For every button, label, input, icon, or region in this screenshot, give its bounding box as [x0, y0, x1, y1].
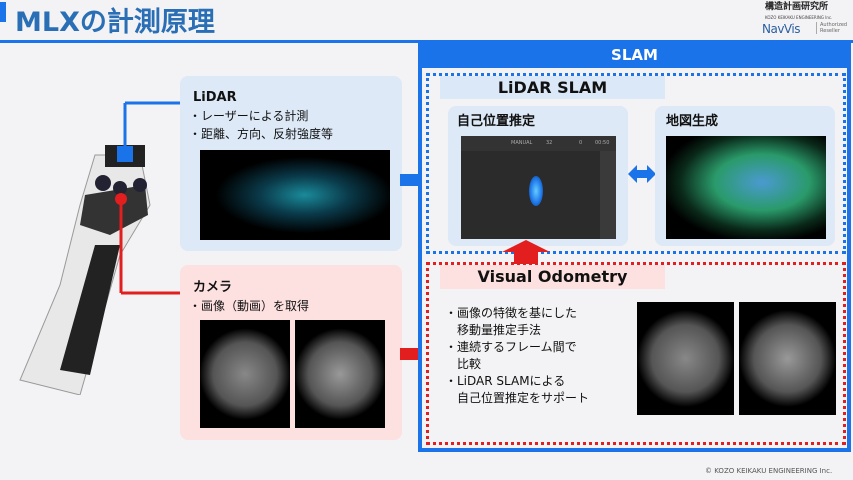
vo-bullet: ・連続するフレーム間で	[445, 340, 577, 354]
lidar-pointcloud-image	[200, 150, 390, 240]
company-logo: 構造計画研究所	[765, 2, 829, 12]
lidar-slam-panel	[426, 73, 846, 254]
visual-odometry-panel	[426, 262, 846, 445]
header-divider	[0, 40, 853, 43]
vo-bullet: 比較	[445, 357, 482, 371]
vo-bullet: ・LiDAR SLAMによる	[445, 374, 566, 388]
vo-image-right	[739, 302, 836, 415]
vo-bullet: ・画像の特徴を基にした	[445, 306, 578, 320]
vo-bullet: 自己位置推定をサポート	[445, 391, 590, 405]
company-logo-en: KOZO KEIKAKU ENGINEERING Inc.	[765, 15, 833, 20]
map-image	[666, 136, 826, 239]
title-accent-bar	[0, 2, 6, 22]
camera-title: カメラ	[193, 280, 233, 295]
localization-screen: MANUAL 32 0 00:50	[461, 136, 616, 239]
screen-mode: MANUAL	[511, 140, 533, 146]
camera-image-left	[200, 320, 290, 428]
bidirectional-arrow-icon	[628, 165, 656, 183]
vo-bullets: ・画像の特徴を基にした 移動量推定手法 ・連続するフレーム間で 比較 ・LiDA…	[445, 305, 589, 407]
screen-count: 32	[546, 140, 553, 146]
mlx-device-illustration	[19, 101, 180, 395]
lidar-title: LiDAR	[193, 90, 237, 105]
position-marker	[529, 176, 543, 206]
page-title: MLXの計測原理	[15, 7, 215, 38]
screen-sidebar	[600, 151, 616, 239]
visual-odometry-title: Visual Odometry	[440, 265, 665, 289]
localization-title: 自己位置推定	[457, 114, 536, 129]
reseller-label: Authorized Reseller	[816, 22, 852, 34]
lidar-bullet: ・距離、方向、反射強度等	[189, 127, 334, 141]
navvis-logo: NavVis	[762, 22, 800, 36]
vo-bullet: 移動量推定手法	[445, 323, 542, 337]
copyright: © KOZO KEIKAKU ENGINEERING Inc.	[705, 467, 833, 475]
camera-image-right	[295, 320, 385, 428]
vo-image-left	[637, 302, 734, 415]
mapping-title: 地図生成	[666, 114, 719, 129]
screen-points: 0	[579, 140, 583, 146]
camera-bullet: ・画像（動画）を取得	[189, 299, 310, 313]
arrow-up-icon	[502, 240, 550, 264]
lidar-slam-title: LiDAR SLAM	[440, 76, 665, 99]
slam-title: SLAM	[418, 43, 851, 68]
screen-time: 00:50	[595, 140, 610, 146]
lidar-bullet: ・レーザーによる計測	[189, 109, 309, 123]
